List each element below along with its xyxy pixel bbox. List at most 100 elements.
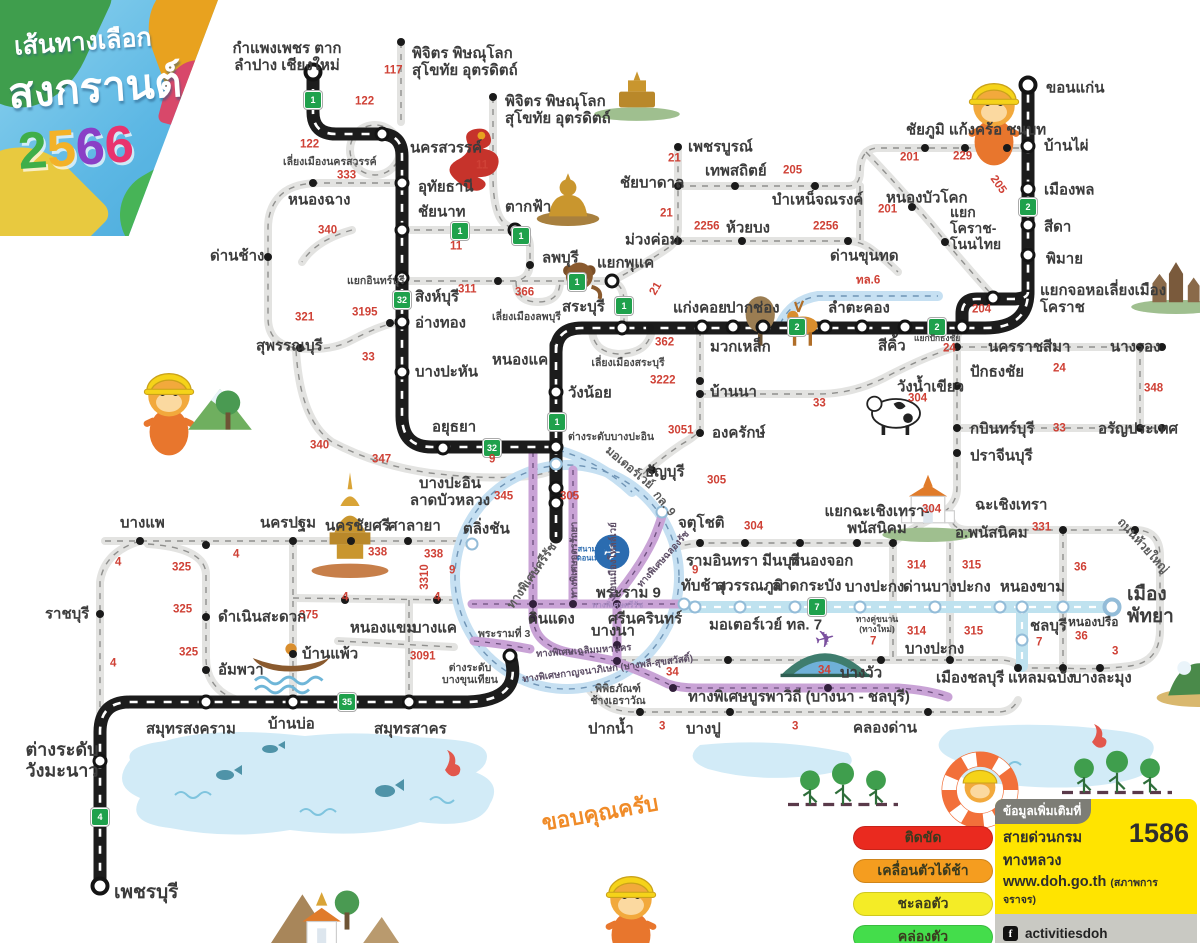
station-dot (394, 175, 410, 191)
map-label: แยก โคราช- โนนไทย (950, 203, 1002, 253)
map-label: นครชัยศรี (325, 517, 390, 535)
route-number-badge: 35 (338, 693, 356, 711)
map-label: 333 (337, 169, 357, 182)
map-label: 7 (1036, 636, 1043, 649)
junction-dot (526, 261, 534, 269)
junction-dot (1158, 424, 1166, 432)
map-label: ต่างระดับ วังมะนาว (25, 739, 99, 780)
map-label: ชัยนาท (418, 203, 466, 221)
junction-dot (853, 539, 861, 547)
map-label: หนองขาม (1000, 578, 1066, 596)
junction-dot (696, 377, 704, 385)
junction-dot (953, 343, 961, 351)
map-label: 21 (660, 207, 673, 220)
map-label: 11 (476, 159, 489, 172)
junction-dot (646, 324, 654, 332)
junction-dot (202, 541, 210, 549)
map-label: บางปะอิน ลาดบัวหลวง (409, 474, 491, 509)
map-label: หนองฉาง (288, 191, 351, 209)
station-dot (1015, 600, 1029, 614)
junction-dot (738, 237, 746, 245)
station-dot (285, 694, 301, 710)
junction-dot (921, 144, 929, 152)
map-label: สระบุรี (562, 298, 605, 316)
station-dot (788, 600, 802, 614)
map-label: 3051 (668, 424, 694, 437)
map-label: 4 (434, 591, 441, 604)
station-dot (1102, 597, 1122, 617)
junction-dot (296, 344, 304, 352)
station-dot (548, 439, 564, 455)
route-number-badge: 1 (304, 91, 322, 109)
map-label: 375 (299, 609, 319, 622)
station-dot (394, 222, 410, 238)
map-label: บางแค (412, 619, 457, 637)
map-label: แหลมฉบัง (1008, 669, 1074, 687)
station-dot (604, 273, 620, 289)
map-label: 338 (424, 548, 444, 561)
junction-dot (674, 182, 682, 190)
expressway-dot (824, 684, 832, 692)
junction-dot (636, 708, 644, 716)
junction-dot (1003, 144, 1011, 152)
map-label: 304 (922, 503, 942, 516)
junction-dot (341, 596, 349, 604)
map-label: 9 (692, 564, 699, 577)
station-dot (90, 876, 110, 896)
station-dot (854, 319, 870, 335)
station-dot (92, 753, 108, 769)
website-link[interactable]: www.doh.go.th (1003, 874, 1107, 890)
route-number-badge: 2 (928, 318, 946, 336)
station-dot (985, 290, 1001, 306)
map-label: 3 (1112, 645, 1119, 658)
station-dot (897, 319, 913, 335)
map-label: แยกพุแค (597, 254, 655, 272)
map-label: อรัญประเทศ (1098, 420, 1179, 438)
junction-dot (811, 182, 819, 190)
station-dot (549, 457, 563, 471)
map-label: 4 (342, 591, 349, 604)
map-label: ทางพิเศษบูรพาวิถี (บางนา - ชลบุรี) (688, 688, 910, 706)
map-label: 314 (907, 625, 927, 638)
junction-dot (1136, 424, 1144, 432)
legend-item: ติดขัด (853, 826, 993, 850)
junction-dot (1014, 664, 1022, 672)
station-dot (1018, 75, 1038, 95)
station-dot (548, 495, 564, 511)
map-label: คลองด่าน (853, 719, 917, 737)
junction-dot (289, 650, 297, 658)
junction-dot (1136, 343, 1144, 351)
map-label: เมืองพล (1044, 181, 1095, 199)
hotline-number: 1586 (1128, 818, 1189, 848)
junction-dot (309, 179, 317, 187)
junction-dot (696, 429, 704, 437)
expressway-dot (669, 684, 677, 692)
map-label: เลี่ยงเมืองลพบุรี (492, 310, 561, 323)
social-panel: factivitiesdohfdepartmentofhighwaytprdoh… (995, 914, 1197, 943)
map-label: บำเหน็จณรงค์ (772, 191, 864, 209)
map-label: แยกอินทร์บุรี (347, 274, 405, 287)
map-label: ต่างระดับบางปะอิน (568, 430, 655, 443)
station-dot (928, 600, 942, 614)
map-label: พิพิธภัณฑ์ ช้างเอราวัณ (590, 682, 646, 707)
map-label: 315 (964, 625, 984, 638)
station-dot (655, 505, 669, 519)
junction-dot (1059, 526, 1067, 534)
station-dot (1020, 181, 1036, 197)
map-label: 24 (943, 342, 956, 355)
map-label: 345 (494, 490, 514, 503)
map-label: พระรามที่ 3 (478, 627, 531, 640)
map-label: 4 (110, 657, 117, 670)
map-label: 314 (907, 559, 927, 572)
legend-item: ชะลอตัว (853, 892, 993, 916)
map-label: 315 (962, 559, 982, 572)
map-label: สุพรรณบุรี (256, 337, 323, 355)
map-label: วังน้ำเขียว (897, 378, 965, 396)
map-label: 36 (1075, 630, 1088, 643)
traffic-legend: ติดขัดเคลื่อนตัวได้ช้าชะลอตัวคล่องตัว (853, 826, 993, 943)
map-label: 325 (172, 561, 192, 574)
map-label: ตลิ่งชัน (463, 520, 510, 538)
route-number-badge: 1 (512, 227, 530, 245)
junction-dot (796, 539, 804, 547)
